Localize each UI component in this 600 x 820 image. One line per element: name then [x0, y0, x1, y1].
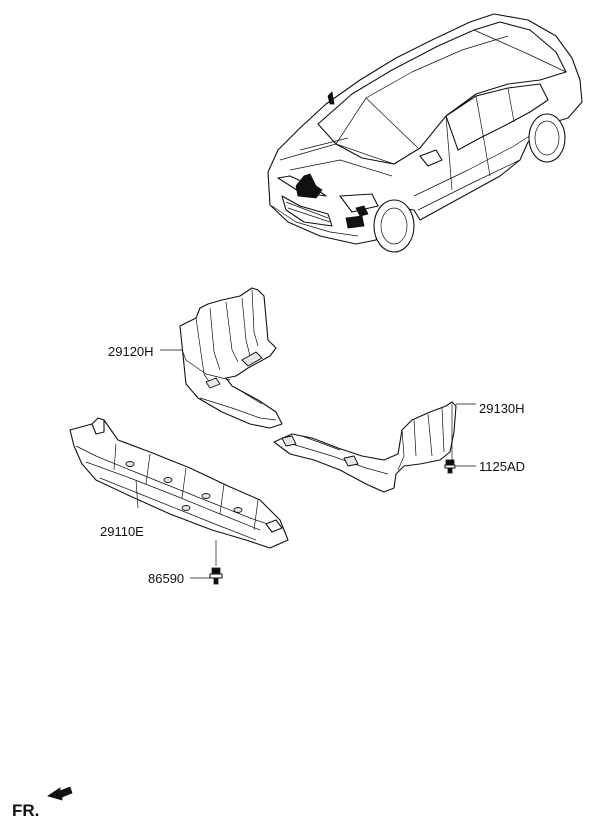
leader-lines: [135, 349, 476, 579]
fr-label: FR.: [12, 801, 39, 820]
front-arrow-icon: [47, 786, 73, 801]
bolt-1125ad-drawing: [444, 459, 456, 474]
bolt-86590-drawing: [209, 567, 223, 585]
label-29130h: 29130H: [479, 401, 525, 416]
part-29130h-drawing: [273, 401, 457, 493]
label-1125ad: 1125AD: [479, 459, 525, 474]
label-86590: 86590: [148, 571, 184, 586]
car-illustration: [267, 13, 583, 253]
label-29110e: 29110E: [100, 524, 144, 539]
part-29120h-drawing: [179, 287, 283, 429]
front-direction-indicator: FR.: [12, 786, 73, 820]
part-29110e-drawing: [69, 417, 289, 549]
label-29120h: 29120H: [108, 344, 154, 359]
